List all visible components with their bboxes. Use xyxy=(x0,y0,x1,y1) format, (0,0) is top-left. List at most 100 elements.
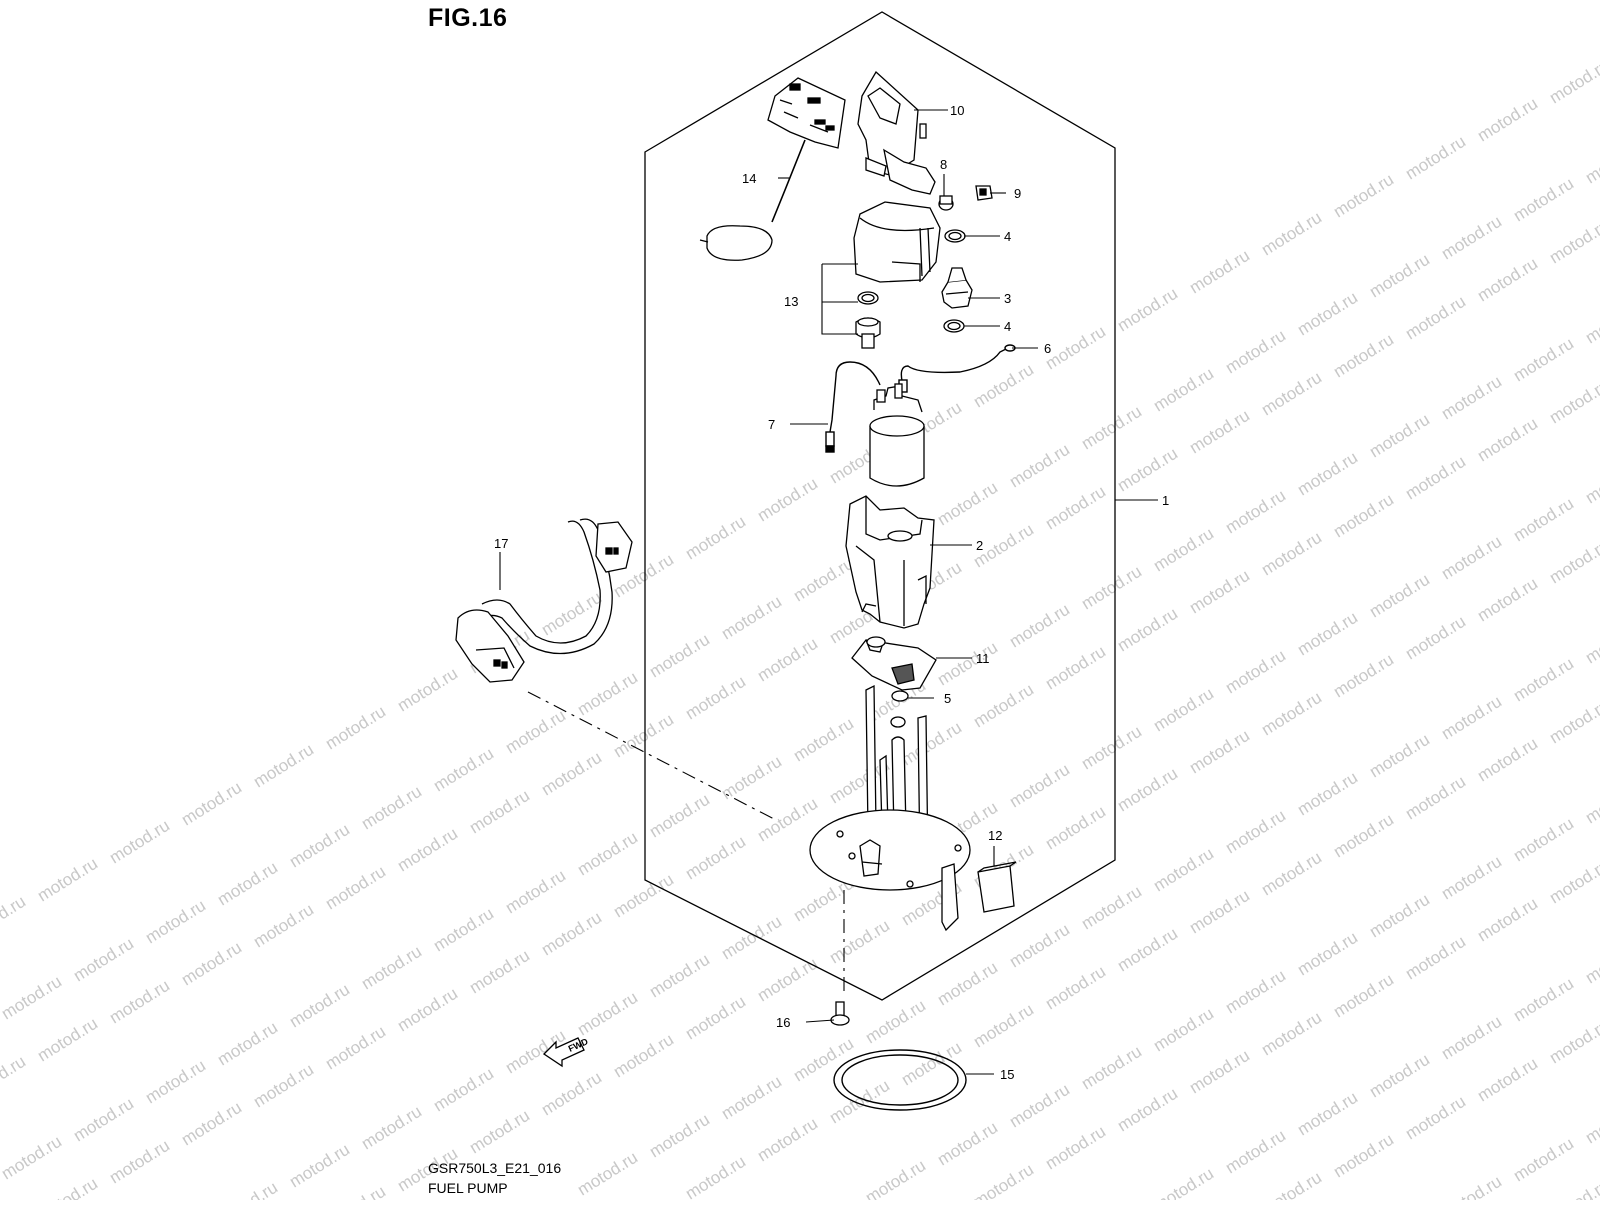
watermark-text: motod.ru xyxy=(1042,642,1109,694)
watermark-text: motod.ru xyxy=(1546,536,1600,588)
watermark-text: motod.ru xyxy=(1114,444,1181,496)
watermark-text: motod.ru xyxy=(1474,1054,1541,1106)
watermark-text: motod.ru xyxy=(1402,612,1469,664)
callout-8: 8 xyxy=(940,157,947,172)
watermark-text: motod.ru xyxy=(322,702,389,754)
watermark-text: motod.ru xyxy=(1330,490,1397,542)
watermark-text: motod.ru xyxy=(1042,962,1109,1014)
watermark-text: motod.ru xyxy=(1150,1164,1217,1200)
watermark-text: motod.ru xyxy=(1078,722,1145,774)
watermark-text: motod.ru xyxy=(1114,764,1181,816)
watermark-text: motod.ru xyxy=(1222,486,1289,538)
watermark-text: motod.ru xyxy=(1510,814,1577,866)
watermark-text: motod.ru xyxy=(1042,322,1109,374)
watermark-text: motod.ru xyxy=(1330,330,1397,382)
callout-10: 10 xyxy=(950,103,964,118)
watermark-text: motod.ru xyxy=(358,782,425,834)
watermark-text: motod.ru xyxy=(1582,136,1600,188)
watermark-text: motod.ru xyxy=(574,988,641,1040)
watermark-text: motod.ru xyxy=(1546,1016,1600,1068)
watermark-text: motod.ru xyxy=(574,828,641,880)
watermark-text: motod.ru xyxy=(1150,1004,1217,1056)
watermark-text: motod.ru xyxy=(1330,650,1397,702)
watermark-text: motod.ru xyxy=(610,710,677,762)
watermark-text: motod.ru xyxy=(502,866,569,918)
watermark-text: motod.ru xyxy=(1258,848,1325,900)
watermark-text: motod.ru xyxy=(682,672,749,724)
watermark-text: motod.ru xyxy=(1474,574,1541,626)
part-3-regulator xyxy=(941,267,973,309)
watermark-text: motod.ru xyxy=(718,592,785,644)
watermark-text: motod.ru xyxy=(1222,326,1289,378)
watermark-text: motod.ru xyxy=(862,1156,929,1200)
watermark-text: motod.ru xyxy=(1546,376,1600,428)
part-9-clip xyxy=(975,185,993,201)
watermark-text: motod.ru xyxy=(646,950,713,1002)
watermark-text: motod.ru xyxy=(970,680,1037,732)
watermark-text: motod.ru xyxy=(358,1102,425,1154)
watermark-text: motod.ru xyxy=(1330,1130,1397,1182)
watermark-text: motod.ru xyxy=(1222,806,1289,858)
watermark-text: motod.ru xyxy=(1294,608,1361,660)
callout-13: 13 xyxy=(784,294,798,309)
watermark-text: motod.ru xyxy=(1258,368,1325,420)
watermark-text: motod.ru xyxy=(214,1178,281,1200)
watermark-text: motod.ru xyxy=(1510,334,1577,386)
watermark-text: motod.ru xyxy=(610,1030,677,1082)
watermark-text: motod.ru xyxy=(106,976,173,1028)
part-11-filter xyxy=(851,636,937,691)
watermark-text: motod.ru xyxy=(1366,730,1433,782)
watermark-text: motod.ru xyxy=(1510,1134,1577,1186)
watermark-text: motod.ru xyxy=(1474,414,1541,466)
watermark-text: motod.ru xyxy=(826,1076,893,1128)
watermark-text: motod.ru xyxy=(106,1136,173,1188)
part-17-fuel-hose xyxy=(455,518,633,683)
watermark-text: motod.ru xyxy=(970,360,1037,412)
part-15-gasket xyxy=(833,1049,967,1111)
watermark-text: motod.ru xyxy=(178,1098,245,1150)
watermark-text: motod.ru xyxy=(790,714,857,766)
watermark-text: motod.ru xyxy=(178,938,245,990)
watermark-text: motod.ru xyxy=(1582,1096,1600,1148)
part-7-lead-wire xyxy=(825,361,881,453)
forward-direction-arrow: FWD xyxy=(542,1036,590,1068)
callout-layer: 1 2 3 4 4 5 6 7 8 9 10 11 12 13 14 15 16… xyxy=(494,103,1169,1082)
watermark-text: motod.ru xyxy=(610,870,677,922)
watermark-text: motod.ru xyxy=(1438,532,1505,584)
watermark-text: motod.ru xyxy=(1186,566,1253,618)
watermark-text: motod.ru xyxy=(1114,284,1181,336)
watermark-text: motod.ru xyxy=(34,854,101,906)
watermark-text: motod.ru xyxy=(1474,894,1541,946)
watermark-text: motod.ru xyxy=(1546,216,1600,268)
watermark-text: motod.ru xyxy=(898,718,965,770)
watermark-text: motod.ru xyxy=(394,824,461,876)
watermark-text: motod.ru xyxy=(106,816,173,868)
watermark-text: motod.ru xyxy=(646,790,713,842)
part-10-bracket xyxy=(857,70,936,195)
watermark-text: motod.ru xyxy=(1582,936,1600,988)
watermark-text: motod.ru xyxy=(214,858,281,910)
watermark-text: motod.ru xyxy=(1366,570,1433,622)
part-4-o-ring-lower xyxy=(943,319,965,333)
watermark-text: motod.ru xyxy=(0,972,65,1024)
part-16-bolt xyxy=(830,1001,850,1026)
watermark-text: motod.ru xyxy=(70,934,137,986)
watermark-text: motod.ru xyxy=(1078,402,1145,454)
callout-9: 9 xyxy=(1014,186,1021,201)
watermark-text: motod.ru xyxy=(934,478,1001,530)
watermark-text: motod.ru xyxy=(682,1152,749,1200)
callout-11: 11 xyxy=(976,651,990,666)
watermark-text: motod.ru xyxy=(862,996,929,1048)
part-5-o-ring xyxy=(890,690,909,728)
watermark-text: motod.ru xyxy=(1330,810,1397,862)
callout-7: 7 xyxy=(768,417,775,432)
watermark-text: motod.ru xyxy=(754,794,821,846)
watermark-text: motod.ru xyxy=(1366,250,1433,302)
watermark-text: motod.ru xyxy=(1042,1122,1109,1174)
watermark-text: motod.ru xyxy=(1366,1050,1433,1102)
watermark-text: motod.ru xyxy=(934,638,1001,690)
watermark-text: motod.ru xyxy=(1510,174,1577,226)
watermark-text: motod.ru xyxy=(250,900,317,952)
watermark-text: motod.ru xyxy=(1402,1092,1469,1144)
